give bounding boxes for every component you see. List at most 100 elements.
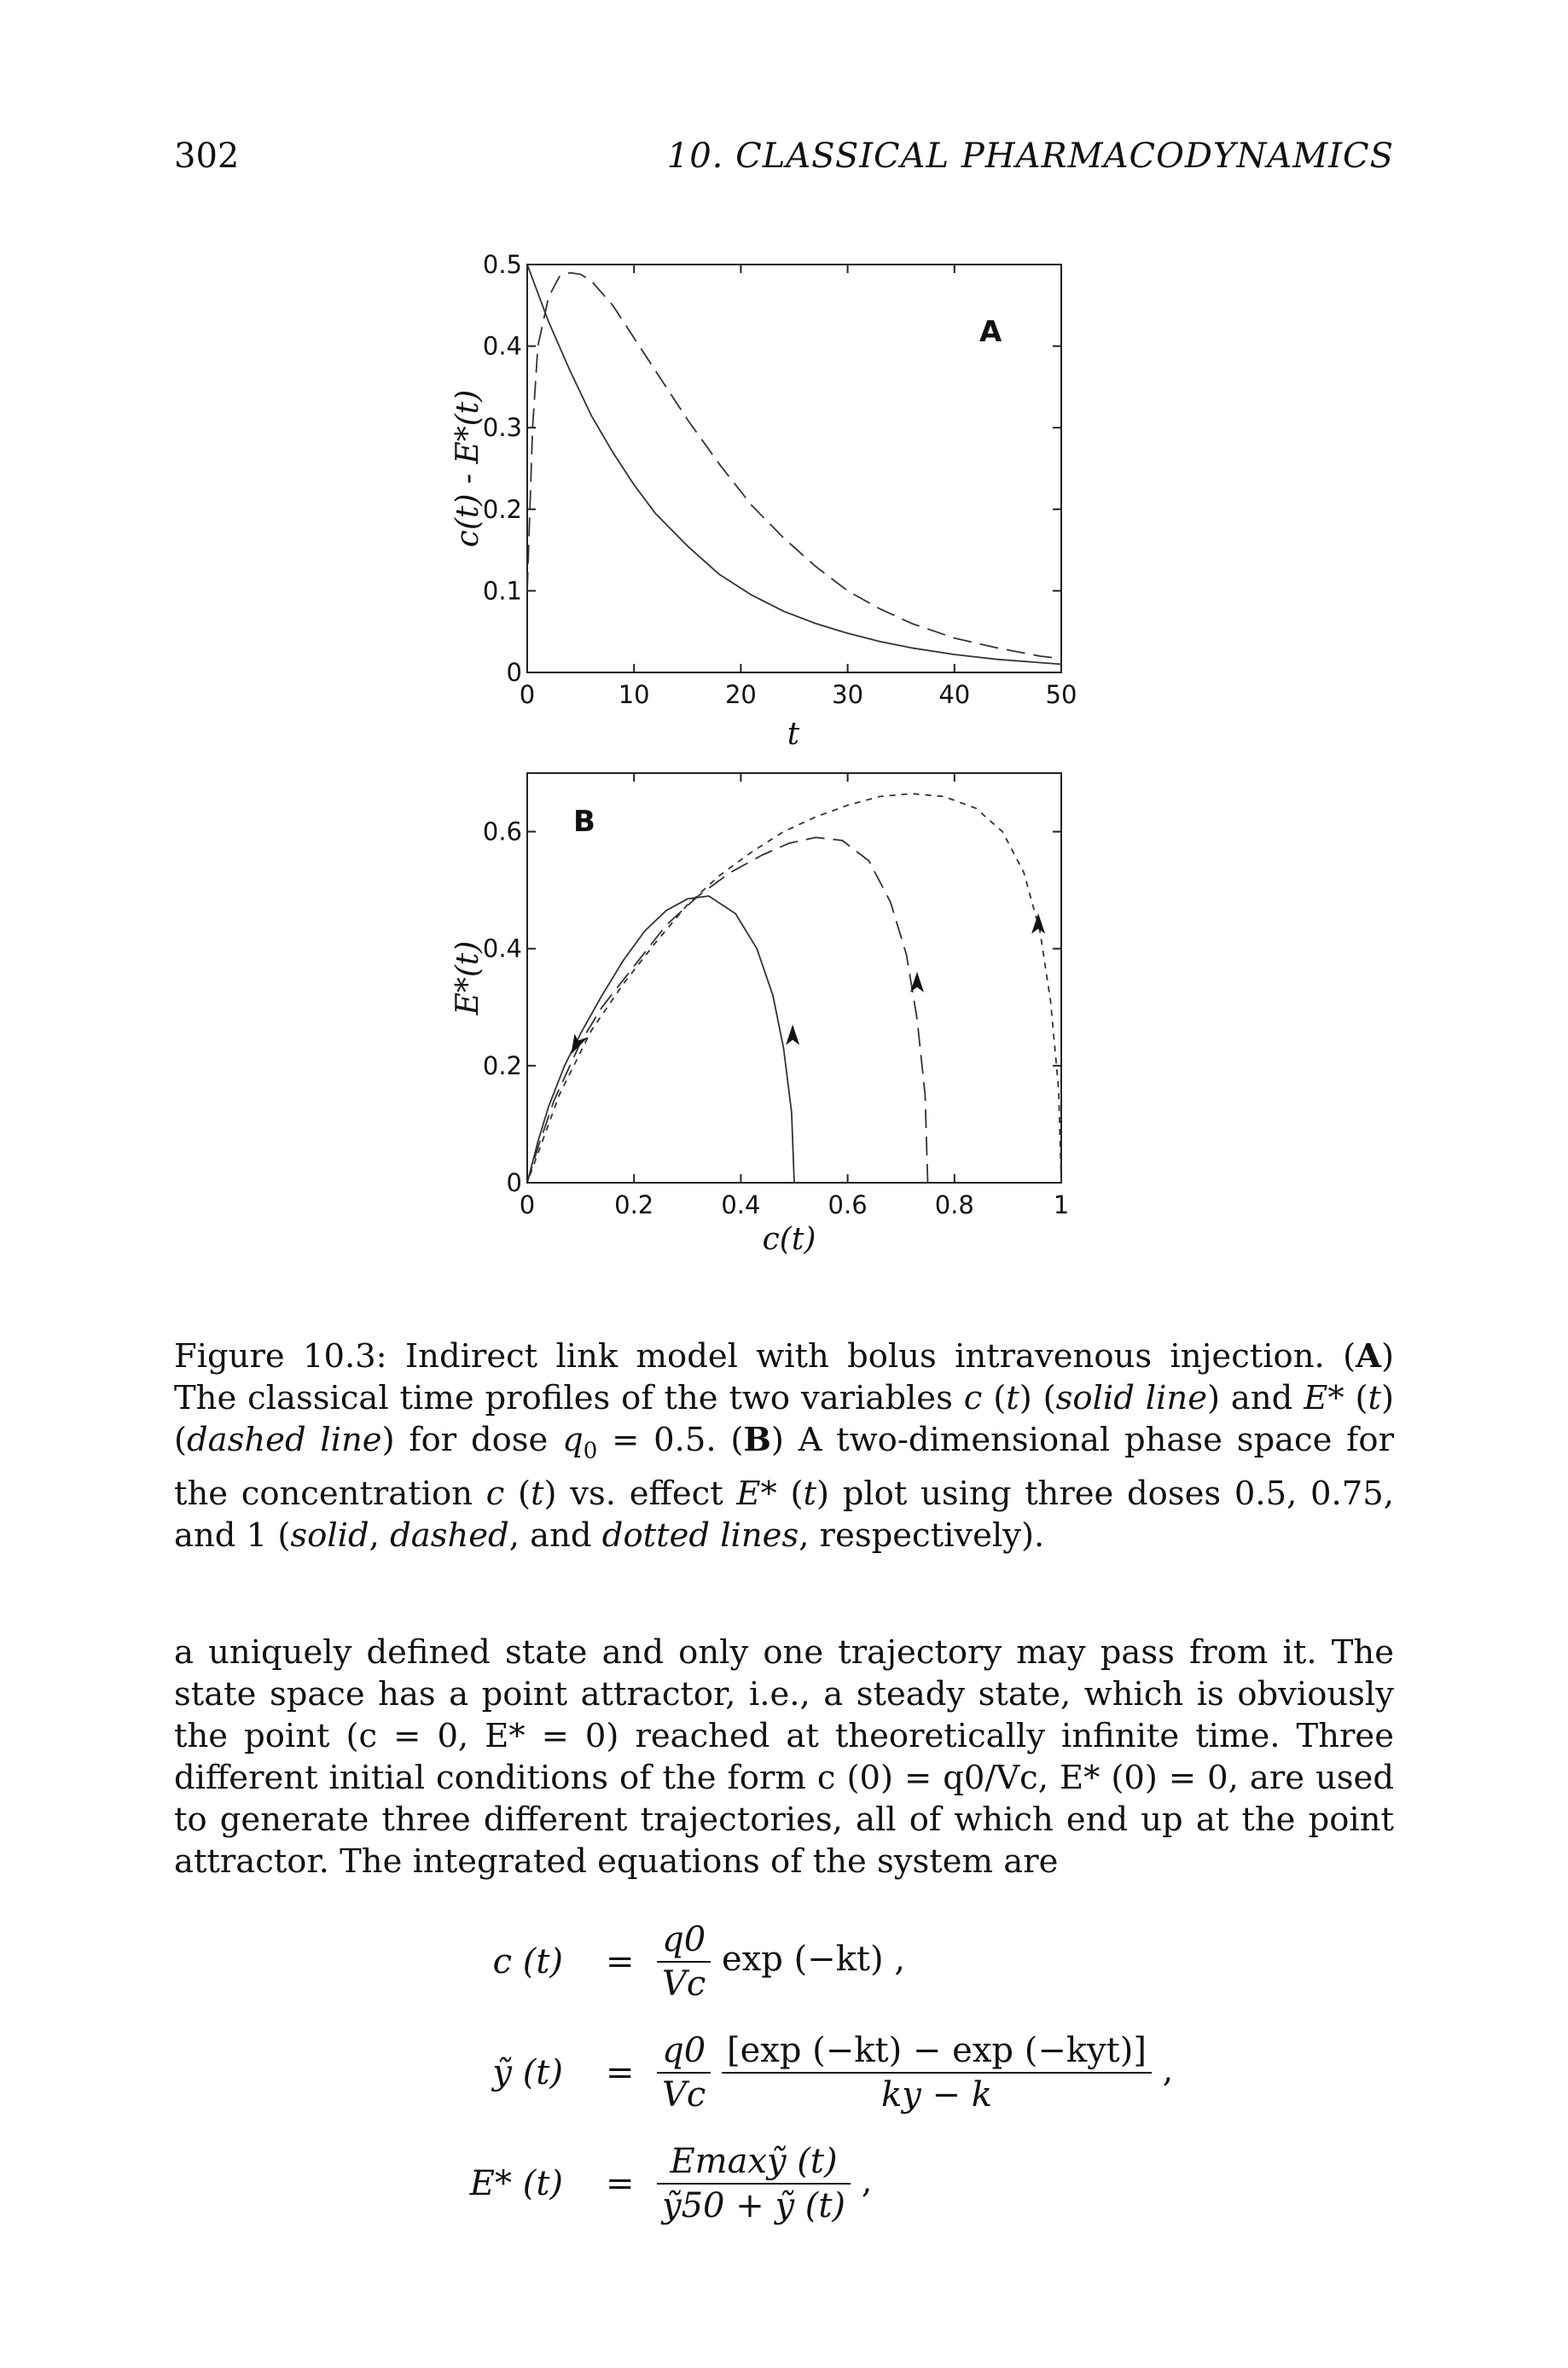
equation-lhs: c (t): [492, 1942, 563, 1981]
x-tick-label: 10: [618, 680, 650, 709]
series-line-dashed: [526, 836, 929, 1184]
caption-text: , and: [508, 1516, 602, 1555]
y-tick-label: 0.1: [483, 576, 522, 605]
caption-var: t: [803, 1474, 816, 1513]
y-tick-label: 0: [507, 1168, 522, 1197]
panel-a-xlabel: t: [787, 717, 800, 752]
equation-lhs: E* (t): [469, 2164, 563, 2203]
series-line-solid: [526, 895, 795, 1184]
y-tick-label: 0.3: [483, 413, 522, 442]
caption-text: (: [982, 1379, 1007, 1417]
caption-text: ) vs. effect: [543, 1474, 737, 1513]
caption-sub: 0: [583, 1438, 598, 1464]
panel-a-series: [526, 264, 1062, 666]
caption-var: t: [1006, 1379, 1019, 1417]
equation-fraction: [exp (−kt) − exp (−kyt)]ky − k: [722, 2031, 1152, 2115]
panel-b-ylabel: E*(t): [450, 941, 485, 1016]
caption-text: Indirect link model with bolus intraveno…: [386, 1337, 1356, 1376]
caption-label: Figure 10.3:: [174, 1337, 387, 1376]
caption-text: ,: [369, 1516, 391, 1555]
caption-bold-b: B: [743, 1421, 771, 1459]
direction-arrow: [571, 1033, 589, 1055]
caption-italic: solid line: [1055, 1379, 1207, 1417]
panel-a-tag: A: [979, 315, 1002, 349]
equation-row: E* (t) = Emaxỹ (t)ỹ50 + ỹ (t) ,: [409, 2142, 1263, 2236]
figure-caption: Figure 10.3: Indirect link model with bo…: [174, 1335, 1394, 1556]
caption-bold-a: A: [1356, 1337, 1381, 1376]
y-tick-label: 0.2: [483, 495, 522, 524]
caption-text: * (: [1327, 1379, 1368, 1417]
caption-italic: dotted lines: [601, 1516, 799, 1555]
caption-text: ) (: [1019, 1379, 1056, 1417]
panel-b-series: [526, 793, 1062, 1184]
y-tick-label: 0: [507, 658, 522, 687]
y-tick-label: 0.5: [483, 250, 522, 279]
fraction-numerator: q0: [657, 1920, 711, 1963]
x-tick-label: 0.8: [935, 1190, 974, 1219]
caption-text: ) A two-dimensional phase space for the …: [174, 1421, 1394, 1513]
caption-text: (: [504, 1474, 531, 1513]
direction-arrow: [909, 971, 924, 992]
equation-sign: =: [606, 1942, 635, 1981]
panel-a-ylabel: c(t) - E*(t): [450, 390, 485, 548]
fraction-denominator: ky − k: [880, 2075, 992, 2115]
series-line-solid: [526, 264, 1062, 666]
fraction-denominator: ỹ50 + ỹ (t): [662, 2186, 846, 2225]
caption-text: ) plot using three doses 0.5, 0.75, and …: [174, 1474, 1394, 1555]
caption-var: E: [1304, 1379, 1328, 1417]
running-title: 10. CLASSICAL PHARMACODYNAMICS: [666, 137, 1394, 176]
x-tick-label: 0: [520, 1190, 535, 1219]
x-tick-label: 50: [1046, 680, 1077, 709]
fraction-numerator: [exp (−kt) − exp (−kyt)]: [722, 2031, 1152, 2074]
y-tick-label: 0.6: [483, 817, 522, 847]
equation-tail: ,: [1162, 2051, 1174, 2090]
caption-text: = 0.5. (: [597, 1421, 744, 1459]
equation-sign: =: [606, 2164, 635, 2203]
caption-var: c: [963, 1379, 983, 1417]
caption-text: * (: [760, 1474, 804, 1513]
caption-var: q: [562, 1421, 584, 1459]
equation-lhs: ỹ (t): [492, 2053, 563, 2092]
x-tick-label: 40: [938, 680, 970, 709]
series-line-dashed: [526, 271, 1062, 660]
caption-var: t: [1368, 1379, 1381, 1417]
equation-sign: =: [606, 2053, 635, 2092]
panel-b-xlabel: c(t): [763, 1222, 816, 1257]
equation-tail: exp (−kt) ,: [722, 1940, 906, 1979]
equation-tail: ,: [861, 2161, 873, 2201]
y-tick-label: 0.4: [483, 332, 522, 361]
caption-italic: dashed line: [187, 1421, 382, 1459]
x-tick-label: 1: [1054, 1190, 1069, 1219]
direction-arrow: [786, 1024, 800, 1045]
caption-italic: dashed: [390, 1516, 509, 1555]
body-paragraph: a uniquely defined state and only one tr…: [174, 1633, 1394, 1881]
panel-b-tag: B: [573, 805, 595, 839]
x-tick-label: 0.6: [828, 1190, 868, 1219]
caption-var: c: [485, 1474, 505, 1513]
fraction-denominator: Vc: [662, 1964, 706, 2004]
panel-b-arrows: [571, 913, 1046, 1055]
y-tick-label: 0.4: [483, 934, 522, 963]
caption-text: ) The classical time profiles of the two…: [174, 1337, 1394, 1417]
equation-fraction: Emaxỹ (t)ỹ50 + ỹ (t): [657, 2142, 851, 2225]
caption-var: t: [531, 1474, 544, 1513]
equation-rhs: Emaxỹ (t)ỹ50 + ỹ (t) ,: [657, 2142, 872, 2225]
fraction-denominator: Vc: [662, 2075, 706, 2115]
x-tick-label: 0: [520, 680, 535, 709]
panel-b-frame: [526, 772, 1062, 1184]
caption-italic: solid: [290, 1516, 369, 1555]
x-tick-label: 0.4: [721, 1190, 760, 1219]
fraction-numerator: Emaxỹ (t): [657, 2142, 851, 2185]
panel-a-frame: [526, 264, 1062, 673]
series-line-dotted: [526, 793, 1062, 1184]
caption-text: ) and: [1207, 1379, 1304, 1417]
caption-text: ) for dose: [381, 1421, 563, 1459]
